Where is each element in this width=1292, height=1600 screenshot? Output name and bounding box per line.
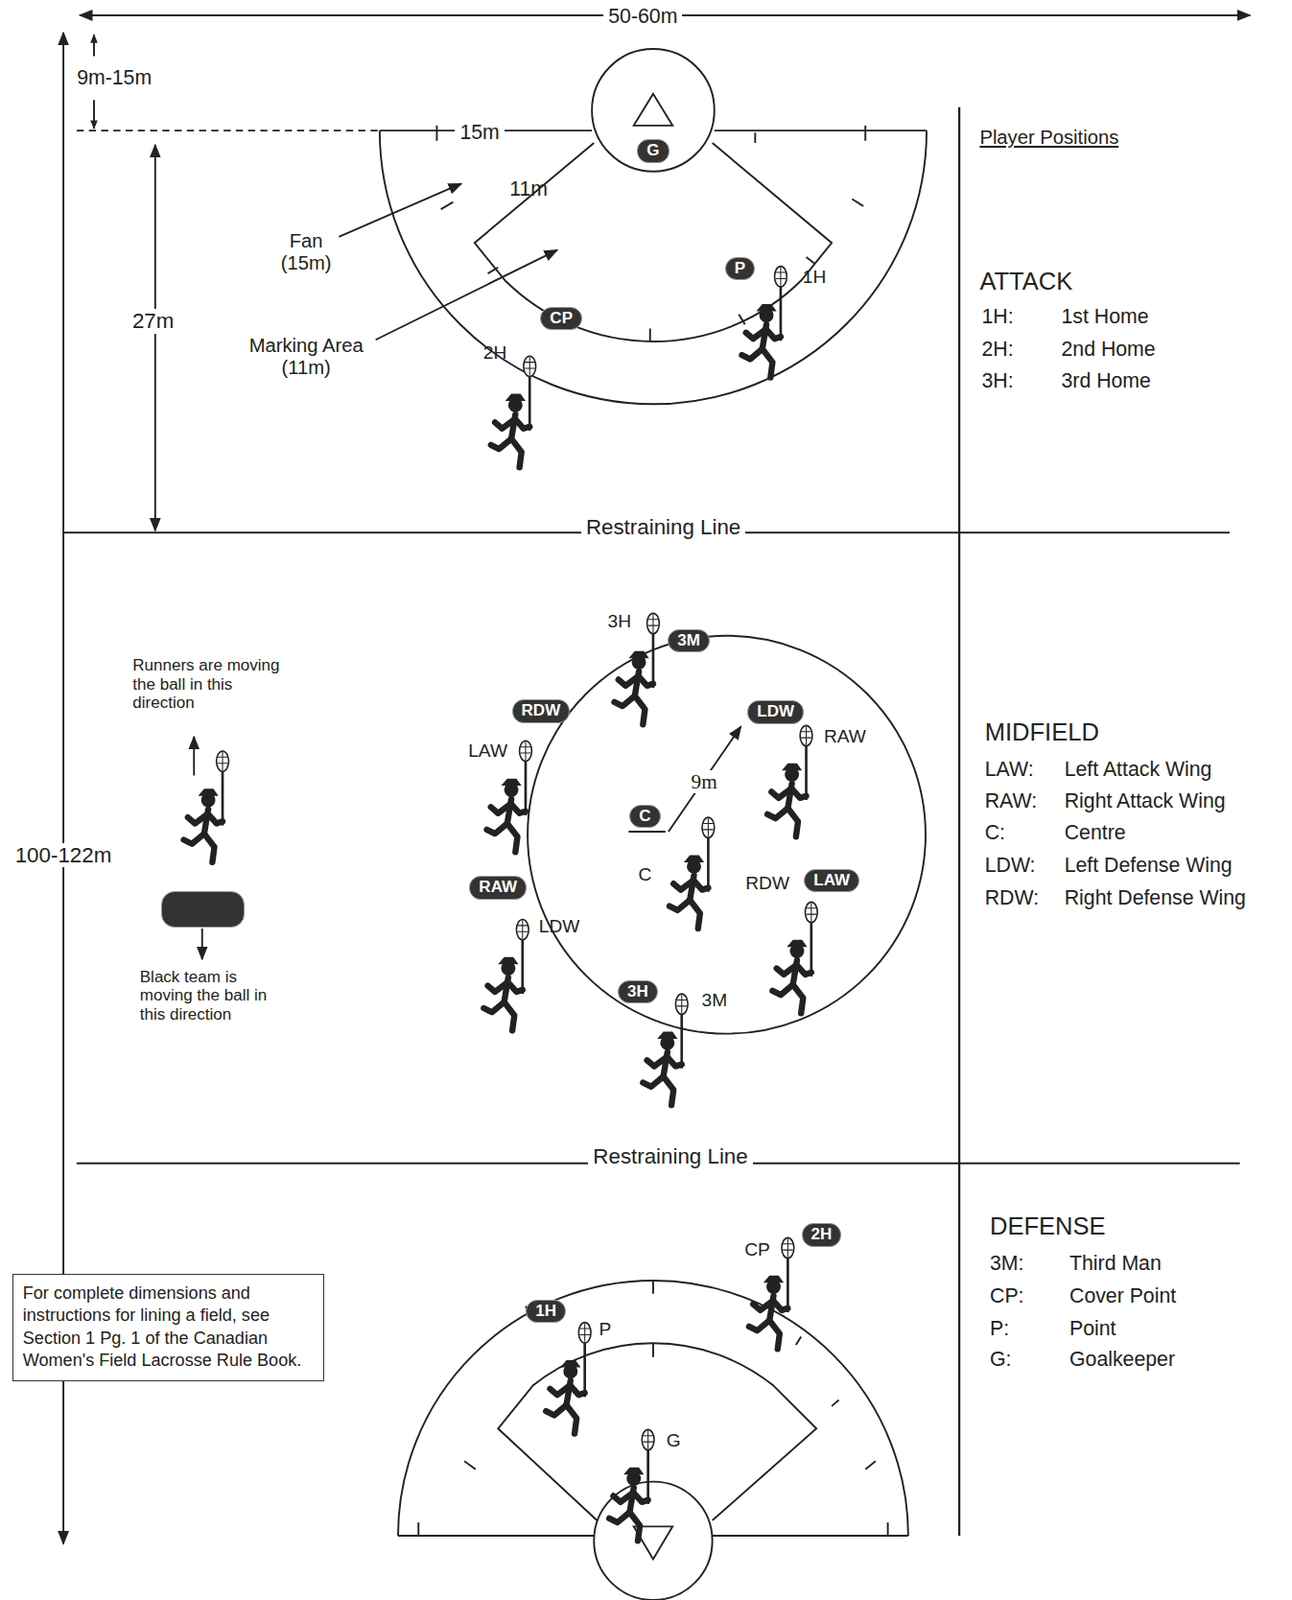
label: RDW: [745, 872, 790, 894]
position-marker: RDW: [512, 699, 571, 723]
label: Point: [1069, 1316, 1116, 1340]
legend-swatch: [161, 891, 245, 928]
position-marker: G: [636, 139, 669, 163]
position-marker: 1H: [525, 1299, 566, 1323]
label: G:: [989, 1347, 1011, 1371]
position-marker: CP: [540, 306, 583, 330]
label: Marking Area (11m): [229, 334, 383, 380]
legend-text: Runners are moving the ball in this dire…: [132, 656, 286, 713]
label: Left Defense Wing: [1064, 853, 1233, 877]
label: ATTACK: [979, 267, 1073, 296]
position-marker: 2H: [801, 1222, 843, 1246]
label: C:: [985, 821, 1006, 845]
note-text: For complete dimensions and instructions…: [23, 1282, 315, 1373]
label: 3M: [701, 989, 728, 1011]
label: G: [666, 1430, 682, 1452]
position-code: RDW: [521, 701, 562, 720]
position-code: 1H: [535, 1301, 557, 1320]
label: LDW:: [985, 853, 1036, 877]
label: LAW: [468, 740, 508, 762]
position-marker: RAW: [469, 875, 527, 899]
label: 1st Home: [1061, 305, 1150, 329]
label: 2H: [483, 342, 507, 364]
label: Restraining Line: [587, 1144, 752, 1170]
label: Right Defense Wing: [1064, 886, 1246, 910]
label: 3H: [608, 610, 632, 633]
label: LAW:: [985, 757, 1034, 781]
label: Restraining Line: [581, 515, 746, 541]
label: DEFENSE: [989, 1212, 1106, 1241]
position-marker: LAW: [803, 869, 860, 893]
label: 3M:: [989, 1251, 1024, 1275]
label: 100-122m: [10, 843, 118, 869]
legend-text: Black team is moving the ball in this di…: [140, 967, 294, 1025]
position-code: LDW: [756, 702, 795, 721]
label: Player Positions: [979, 126, 1119, 149]
label: P:: [989, 1316, 1010, 1340]
position-code: C: [638, 806, 651, 825]
position-code: 3M: [677, 631, 701, 650]
label: CP: [744, 1239, 771, 1261]
note-box: For complete dimensions and instructions…: [12, 1273, 326, 1382]
position-marker: LDW: [747, 700, 804, 724]
label: RAW:: [985, 789, 1037, 813]
label: Fan (15m): [270, 230, 342, 276]
label: 2nd Home: [1061, 337, 1156, 361]
label: LDW: [539, 916, 581, 938]
position-marker: 3M: [667, 629, 710, 653]
label: 11m: [509, 177, 548, 201]
position-marker: P: [725, 257, 755, 281]
position-code: 2H: [811, 1224, 833, 1244]
position-code: 3H: [627, 982, 649, 1001]
label: 15m: [454, 120, 504, 144]
position-code: CP: [549, 308, 573, 328]
label: RAW: [823, 726, 867, 748]
label: 2H:: [982, 337, 1014, 361]
label: RDW:: [985, 886, 1039, 910]
label: 1H:: [982, 305, 1014, 329]
label: 9m-15m: [76, 66, 152, 90]
position-marker: 3H: [617, 980, 658, 1004]
label: Right Attack Wing: [1064, 789, 1226, 813]
position-code: P: [734, 258, 746, 278]
position-code: G: [646, 140, 659, 160]
label: MIDFIELD: [985, 718, 1100, 747]
label: 9m: [686, 770, 723, 794]
label: 50-60m: [603, 4, 682, 28]
label: Cover Point: [1069, 1284, 1176, 1308]
label: 3rd Home: [1061, 369, 1152, 393]
label: Third Man: [1069, 1251, 1162, 1275]
label: Centre: [1064, 821, 1127, 845]
label: CP:: [989, 1284, 1024, 1308]
label: Left Attack Wing: [1064, 757, 1213, 781]
label: 3H:: [982, 369, 1014, 393]
label: Goalkeeper: [1069, 1347, 1175, 1371]
position-marker: C: [629, 804, 660, 828]
label: 1H: [802, 266, 826, 288]
position-code: RAW: [478, 877, 517, 896]
label: P: [599, 1318, 612, 1340]
label: C: [638, 864, 653, 886]
label: 27m: [127, 308, 179, 334]
position-code: LAW: [813, 870, 850, 890]
